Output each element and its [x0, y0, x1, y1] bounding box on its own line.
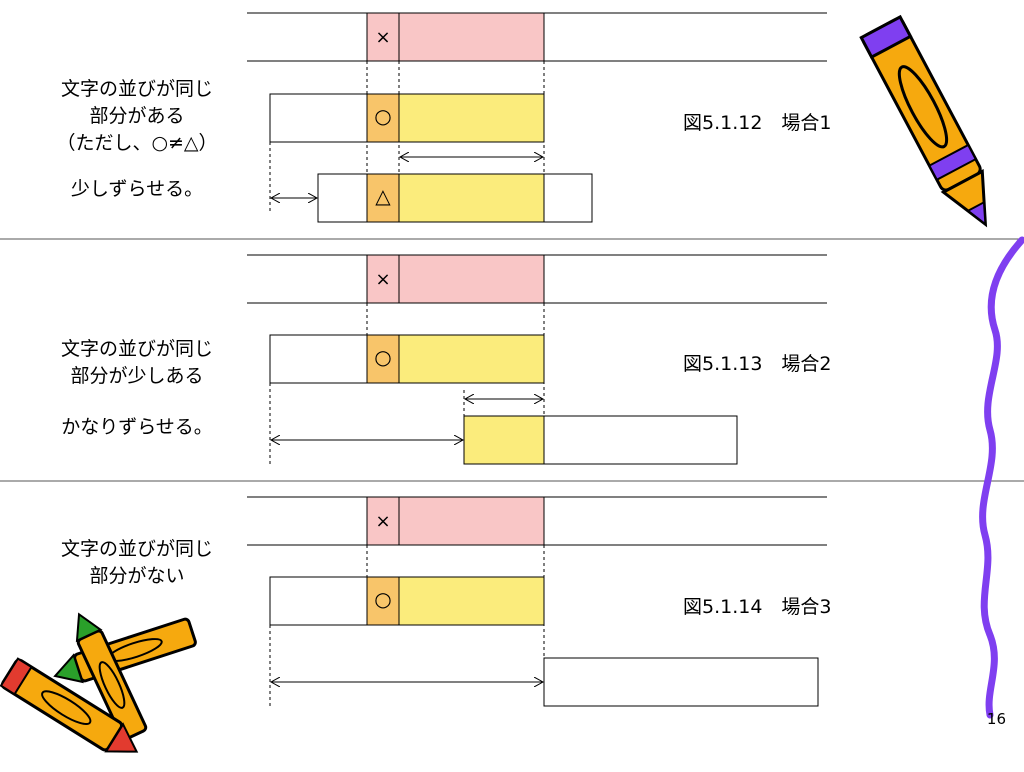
- matched-segment: [398, 173, 545, 223]
- mark-cell: [366, 93, 400, 143]
- description-line: [22, 390, 252, 414]
- shifted-pattern-right: [543, 173, 593, 223]
- crayon-top-right-icon: [859, 14, 988, 228]
- mark-top: ×: [375, 511, 390, 532]
- page-number: 16: [986, 710, 1006, 728]
- matched-segment-top: [398, 496, 545, 546]
- description-line: かなりずらせる。: [61, 416, 213, 438]
- matched-segment: [398, 576, 545, 626]
- mismatch-cell: [366, 496, 400, 546]
- description-line: 文字の並びが同じ: [60, 338, 213, 360]
- description-line: 部分が少しある: [70, 365, 204, 387]
- matched-segment: [398, 334, 545, 384]
- section-case2: × ○: [247, 254, 827, 465]
- pattern-before: [269, 334, 368, 384]
- shifted-pattern: [543, 657, 819, 707]
- case3-description: 文字の並びが同じ 部分がない: [22, 536, 252, 590]
- mismatch-cell: [366, 12, 400, 62]
- matched-segment-top: [398, 254, 545, 304]
- mark-top: ×: [375, 269, 390, 290]
- case3-caption: 図5.1.14 場合3: [683, 596, 832, 618]
- shifted-pattern-left: [317, 173, 368, 223]
- case2-description: 文字の並びが同じ 部分が少しある かなりずらせる。: [22, 336, 252, 441]
- description-line: [22, 157, 252, 176]
- mark-cell: [366, 576, 400, 626]
- matched-segment: [398, 93, 545, 143]
- mark-middle: ○: [374, 587, 391, 611]
- description-line: 部分がない: [89, 565, 185, 587]
- mark-cell: [366, 173, 400, 223]
- mark-middle: ○: [374, 345, 391, 369]
- description-line: 文字の並びが同じ: [60, 78, 213, 100]
- mark-cell: [366, 334, 400, 384]
- squiggle-line-decoration: [979, 236, 1024, 719]
- matched-segment-top: [398, 12, 545, 62]
- pattern-before: [269, 93, 368, 143]
- shifted-pattern-rest: [543, 415, 738, 465]
- section-case1: × ○ △: [247, 12, 827, 223]
- case1-description: 文字の並びが同じ 部分がある （ただし、○≠△） 少しずらせる。: [22, 76, 252, 203]
- description-line: 部分がある: [89, 105, 185, 127]
- case2-caption: 図5.1.13 場合2: [683, 353, 832, 375]
- description-line: （ただし、○≠△）: [56, 132, 218, 154]
- shifted-pattern-match: [463, 415, 545, 465]
- description-line: 少しずらせる。: [70, 178, 204, 200]
- section-case3: × ○: [247, 496, 827, 707]
- crayon-bottom-left-3-icon: [0, 657, 139, 753]
- mark-middle: ○: [374, 104, 391, 128]
- description-line: 文字の並びが同じ: [60, 538, 213, 560]
- mismatch-cell: [366, 254, 400, 304]
- case1-caption: 図5.1.12 場合1: [683, 112, 832, 134]
- mark-top: ×: [375, 27, 390, 48]
- mark-bottom: △: [375, 184, 391, 208]
- crayon-bottom-left-2-icon: [75, 612, 148, 741]
- pattern-before: [269, 576, 368, 626]
